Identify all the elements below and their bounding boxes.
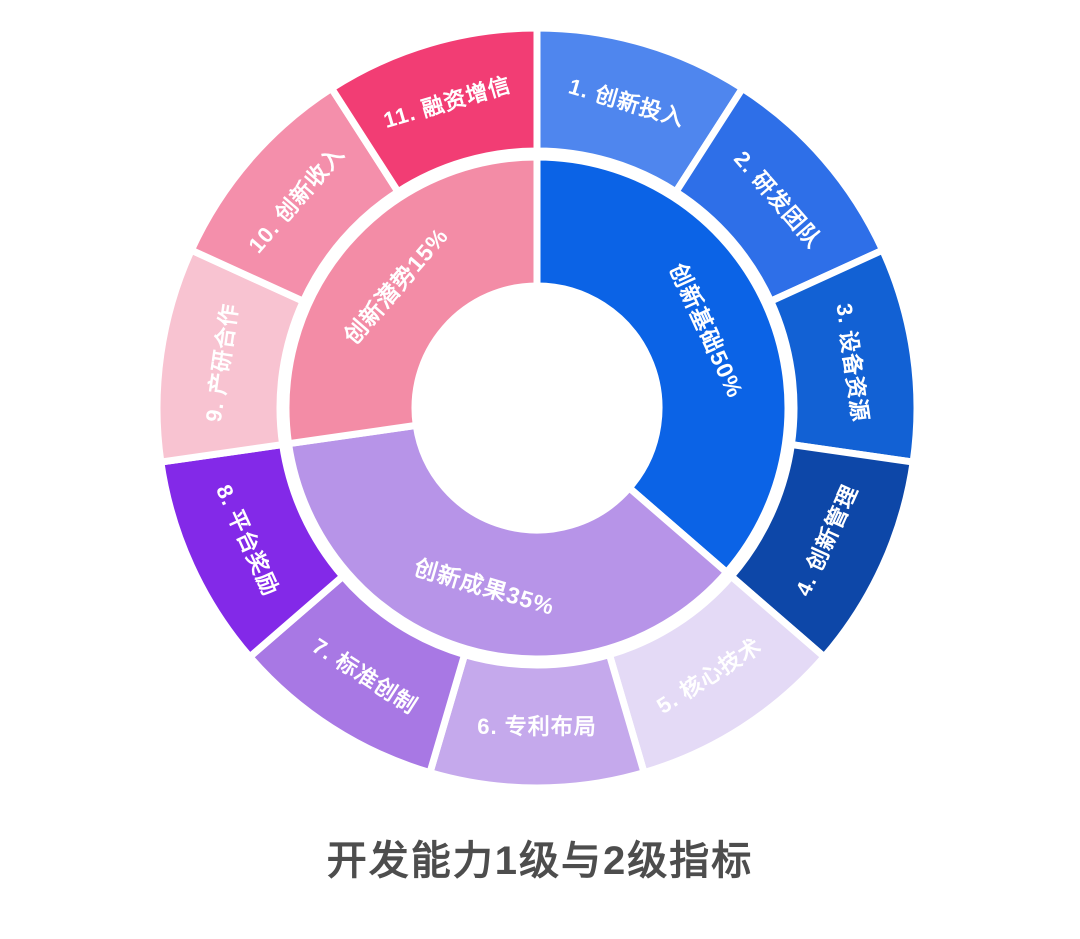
inner-segment-3 xyxy=(282,153,541,448)
inner-segment-2 xyxy=(285,421,731,663)
inner-segment-1 xyxy=(533,153,792,576)
chart-title: 开发能力1级与2级指标 xyxy=(326,839,754,883)
outer-segment-label-6: 6. 专利布局 xyxy=(477,714,596,739)
outer-segment-11 xyxy=(328,24,541,196)
